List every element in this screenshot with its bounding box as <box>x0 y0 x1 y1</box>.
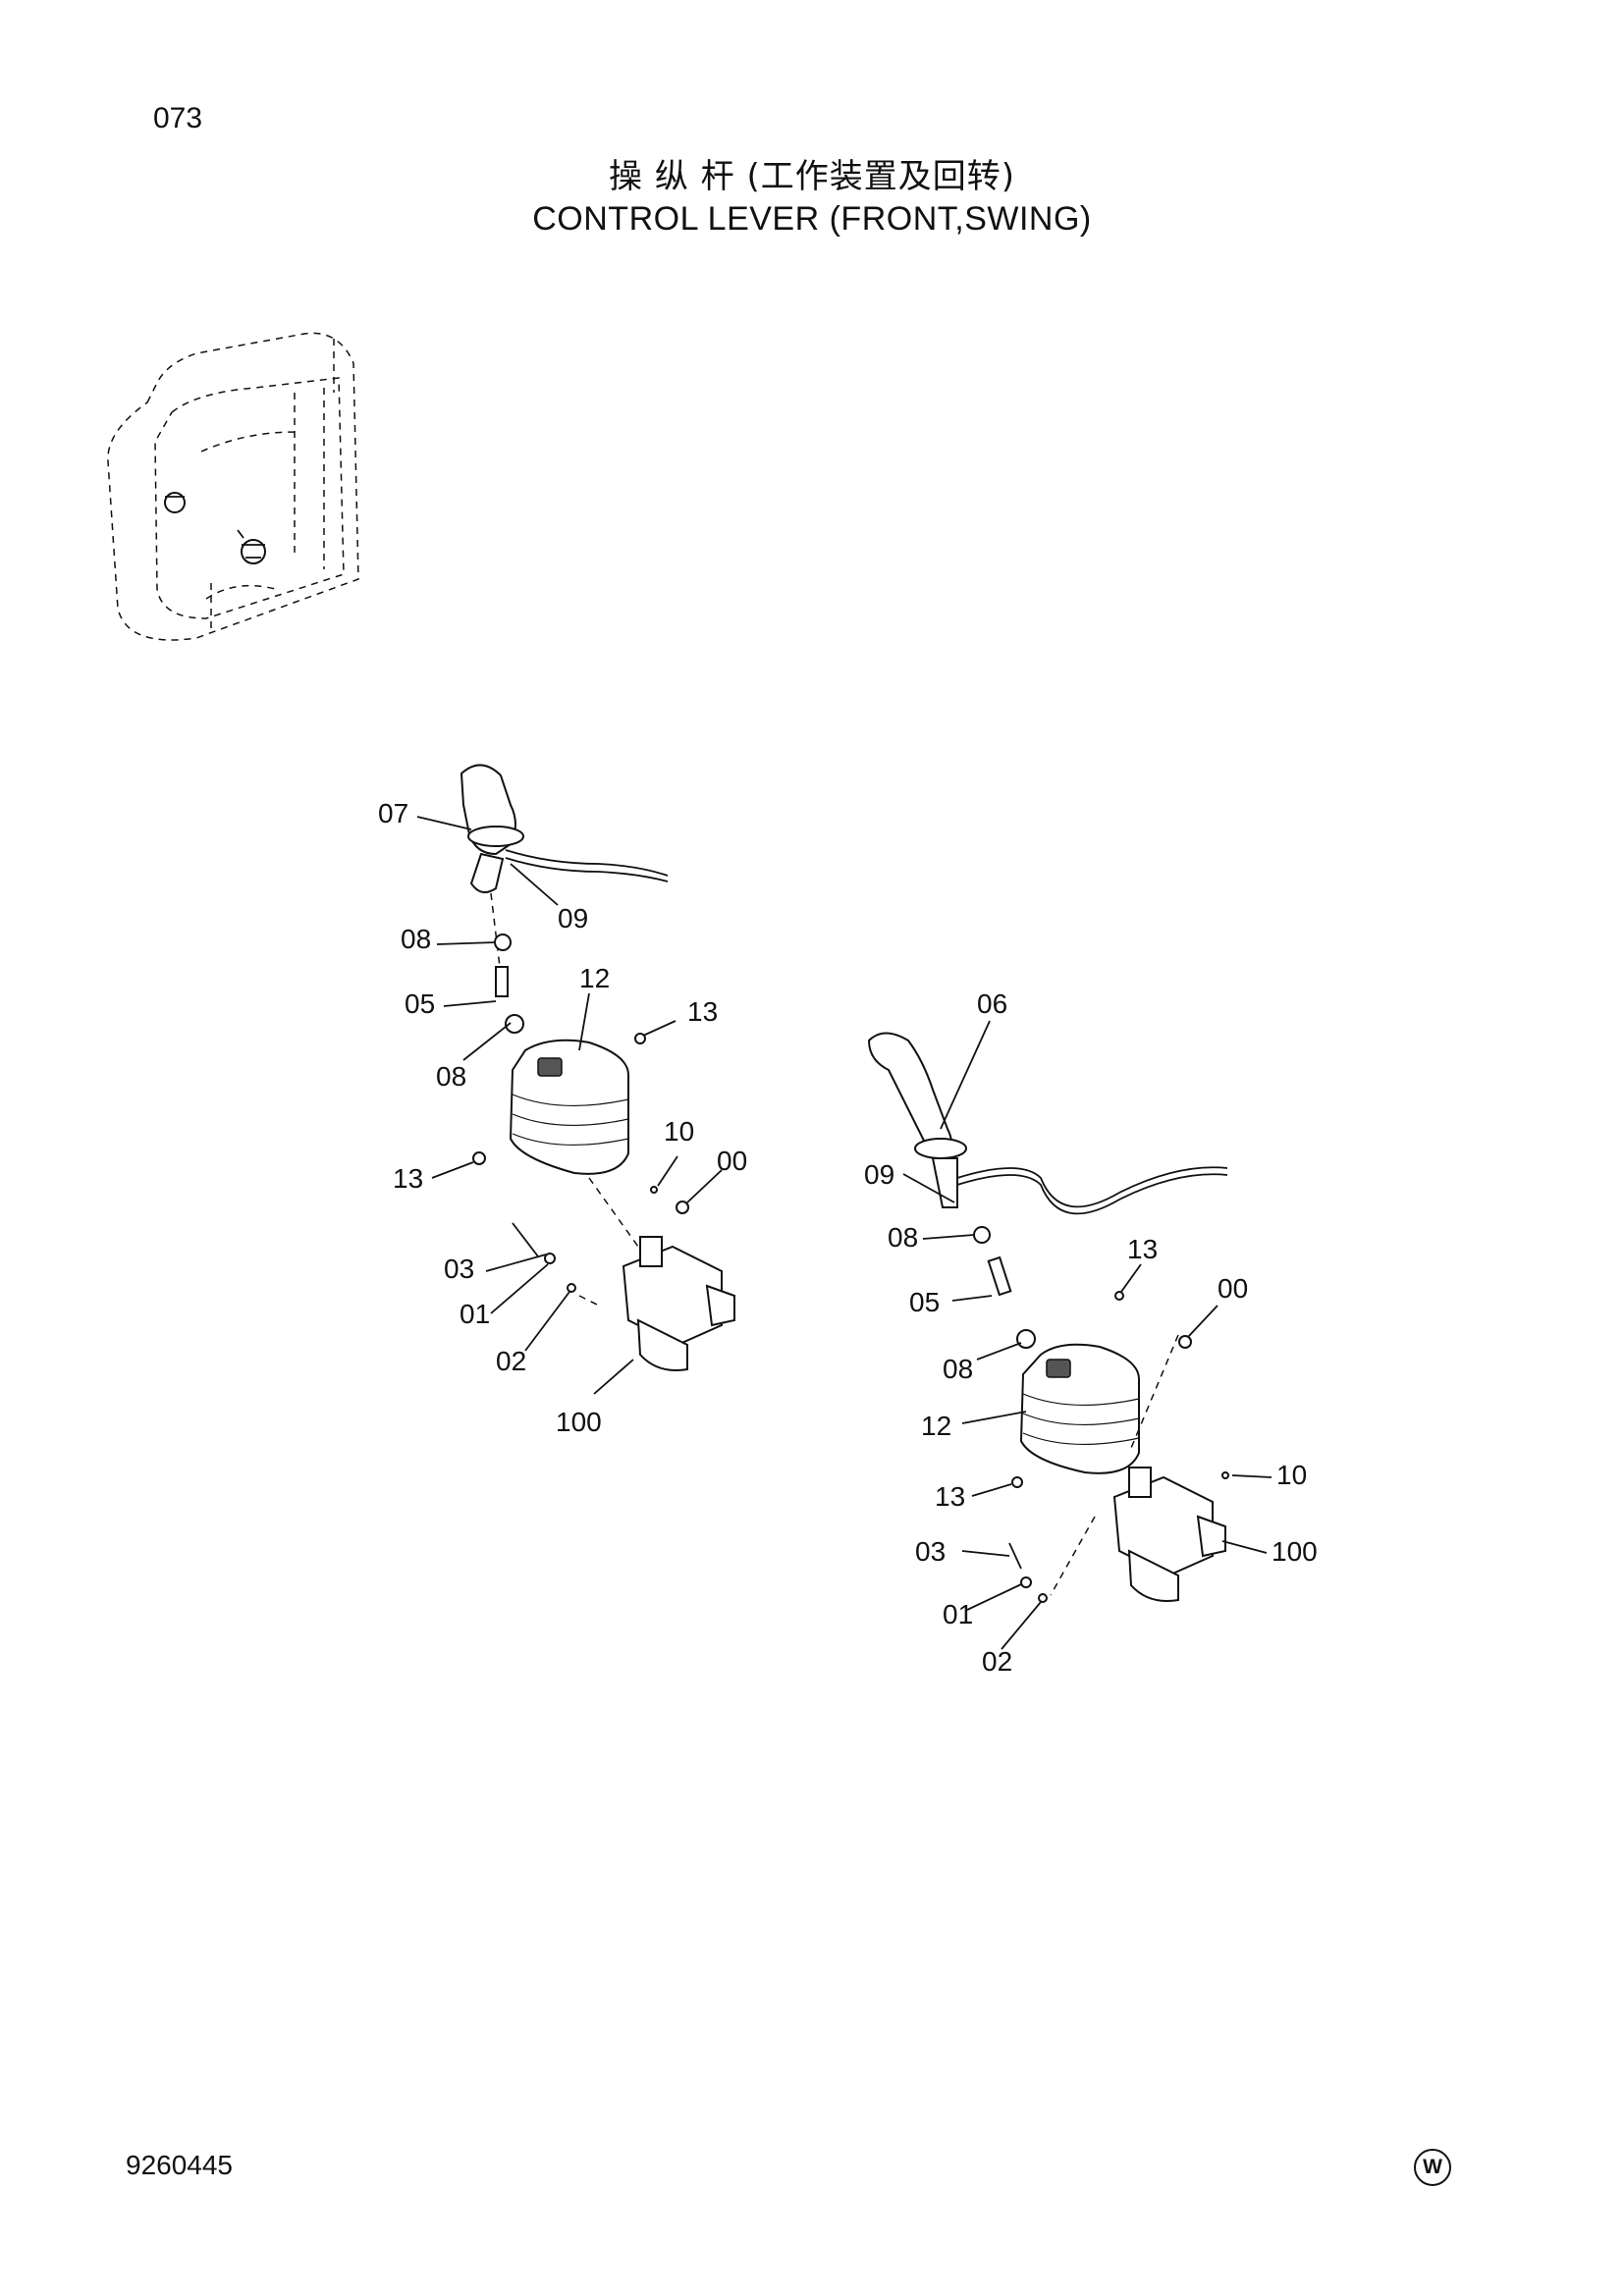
right-callout: 03 <box>915 1536 946 1567</box>
right-callout: 00 <box>1218 1273 1248 1304</box>
right-callout: 02 <box>982 1646 1012 1677</box>
page-title-english: CONTROL LEVER (FRONT,SWING) <box>532 200 1092 238</box>
page-title-chinese: 操 纵 杆 (工作装置及回转) <box>609 157 1015 196</box>
right-callout: 13 <box>935 1481 965 1512</box>
left-control-lever-assembly <box>460 764 735 1371</box>
right-callout: 100 <box>1272 1536 1318 1567</box>
left-callout: 03 <box>444 1254 474 1284</box>
left-callout: 13 <box>687 996 718 1027</box>
left-pilot-valve <box>622 1236 735 1371</box>
document-number: 9260445 <box>126 2150 234 2180</box>
right-callout: 10 <box>1276 1460 1307 1490</box>
left-leader-lines <box>416 816 723 1395</box>
left-callout: 07 <box>378 798 408 828</box>
left-callout: 100 <box>556 1407 602 1437</box>
right-callout: 13 <box>1127 1234 1158 1264</box>
left-callout-labels: 07 09 08 05 12 13 08 13 10 00 03 01 02 1… <box>378 798 747 1437</box>
left-callout: 08 <box>436 1061 466 1092</box>
right-callout: 08 <box>943 1354 973 1384</box>
right-callout: 12 <box>921 1411 951 1441</box>
manufacturer-logo-icon: W <box>1414 2149 1451 2186</box>
left-callout: 08 <box>401 924 431 954</box>
left-callout: 12 <box>579 963 610 993</box>
left-callout: 10 <box>664 1116 694 1147</box>
left-callout: 00 <box>717 1146 747 1176</box>
right-callout: 01 <box>943 1599 973 1629</box>
right-pilot-valve <box>1112 1467 1226 1602</box>
left-callout: 02 <box>496 1346 526 1376</box>
cab-overview-illustration <box>107 332 359 641</box>
right-callout: 06 <box>977 988 1007 1019</box>
right-callout: 09 <box>864 1159 894 1190</box>
left-callout: 13 <box>393 1163 423 1194</box>
right-lever-grip <box>867 1032 952 1155</box>
page-number: 073 <box>153 102 203 134</box>
left-callout: 09 <box>558 903 588 934</box>
left-rubber-boot <box>509 1039 629 1175</box>
right-rubber-boot <box>1019 1343 1140 1474</box>
left-callout: 01 <box>460 1299 490 1329</box>
right-callout-labels: 06 09 08 05 13 00 08 12 13 10 100 03 01 … <box>864 988 1318 1677</box>
right-control-lever-assembly <box>867 1032 1229 1603</box>
right-callout: 08 <box>888 1222 918 1253</box>
left-callout: 05 <box>405 988 435 1019</box>
right-leader-lines <box>902 1020 1272 1650</box>
right-callout: 05 <box>909 1287 940 1317</box>
